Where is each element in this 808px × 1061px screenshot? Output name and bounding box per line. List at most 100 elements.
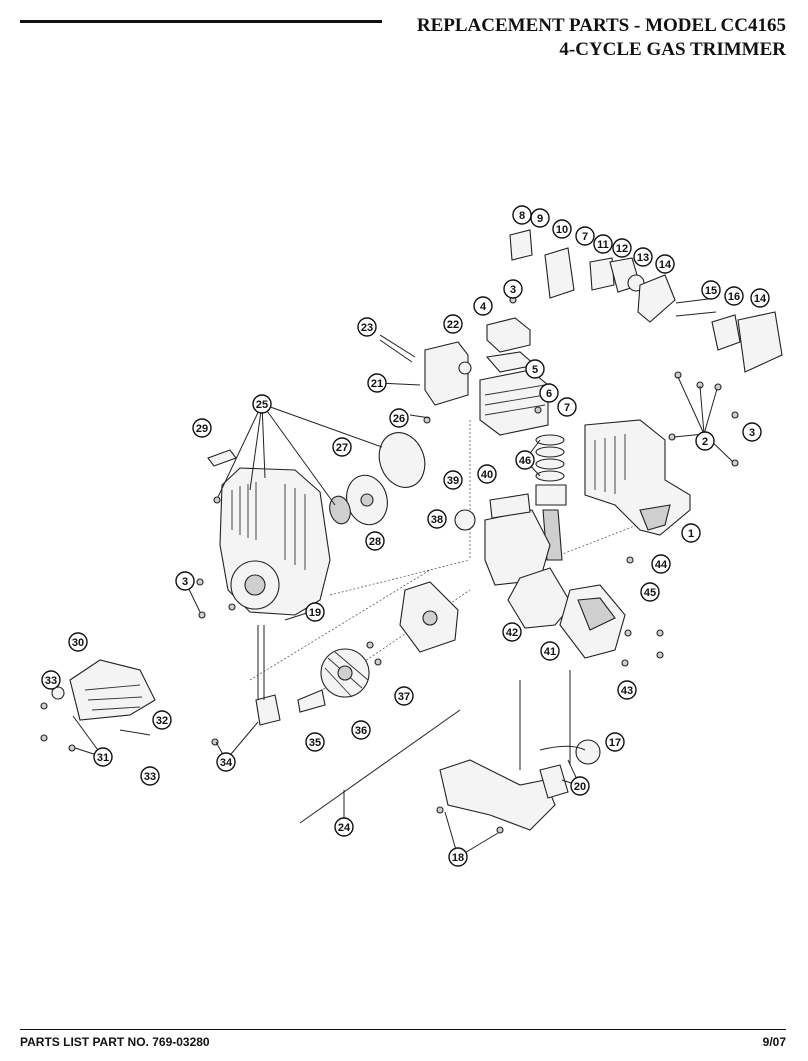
- callout-label: 33: [144, 771, 156, 783]
- callout-label: 6: [546, 388, 552, 400]
- callout-label: 11: [597, 239, 609, 251]
- callout-458-857: 18: [448, 847, 468, 867]
- callout-665-264: 14: [655, 254, 675, 274]
- callout-label: 27: [336, 442, 348, 454]
- callout-375-541: 28: [365, 531, 385, 551]
- callout-453-324: 22: [443, 314, 463, 334]
- callout-404-696: 37: [394, 686, 414, 706]
- callout-661-564: 44: [651, 554, 671, 574]
- page-title: REPLACEMENT PARTS - MODEL CC4165 4-CYCLE…: [417, 14, 786, 62]
- callout-label: 23: [361, 322, 373, 334]
- callout-535-369: 5: [525, 359, 545, 379]
- callout-453-480: 39: [443, 470, 463, 490]
- callout-513-289: 3: [503, 279, 523, 299]
- callout-399-418: 26: [389, 408, 409, 428]
- callout-622-248: 12: [612, 238, 632, 258]
- flywheel-ignition-parts: [255, 625, 370, 726]
- carburetor-parts: [509, 229, 783, 373]
- callout-226-762: 34: [216, 752, 236, 772]
- callout-51-680: 33: [41, 670, 61, 690]
- title-line-2: 4-CYCLE GAS TRIMMER: [559, 39, 786, 60]
- callout-label: 43: [621, 685, 633, 697]
- callout-label: 13: [637, 252, 649, 264]
- callout-label: 28: [369, 536, 381, 548]
- footer-date: 9/07: [762, 1035, 786, 1049]
- callout-549-393: 6: [539, 383, 559, 403]
- callout-label: 3: [510, 284, 516, 296]
- callout-315-742: 35: [305, 732, 325, 752]
- callout-label: 25: [256, 399, 268, 411]
- callout-705-441: 2: [695, 431, 715, 451]
- callout-label: 1: [688, 528, 694, 540]
- callout-label: 7: [564, 402, 570, 414]
- callout-label: 30: [72, 637, 84, 649]
- engine-housing-part: [584, 419, 691, 536]
- callout-label: 29: [196, 423, 208, 435]
- callout-label: 26: [393, 413, 405, 425]
- callout-label: 3: [182, 576, 188, 588]
- callout-103-757: 31: [93, 747, 113, 767]
- callout-344-827: 24: [334, 817, 354, 837]
- title-line-1: REPLACEMENT PARTS - MODEL CC4165: [416, 15, 786, 36]
- callout-label: 33: [45, 675, 57, 687]
- callout-label: 35: [309, 737, 321, 749]
- callout-550-651: 41: [540, 641, 560, 661]
- piston-crank-parts: [454, 434, 567, 586]
- callout-522-211: 8: [512, 205, 532, 225]
- callout-label: 21: [371, 378, 383, 390]
- muffler-guard-parts: [51, 659, 156, 736]
- callout-label: 2: [702, 436, 708, 448]
- callout-label: 10: [556, 224, 568, 236]
- callout-202-428: 29: [192, 418, 212, 438]
- callout-label: 24: [338, 822, 351, 834]
- callout-162-720: 32: [152, 710, 172, 730]
- callout-650-592: 45: [640, 582, 660, 602]
- callout-label: 45: [644, 587, 656, 599]
- callout-361-730: 36: [351, 720, 371, 740]
- callout-label: 19: [309, 607, 321, 619]
- callout-label: 4: [480, 301, 487, 313]
- callout-label: 17: [609, 737, 621, 749]
- callout-label: 44: [655, 559, 668, 571]
- callout-150-776: 33: [140, 766, 160, 786]
- callout-78-642: 30: [68, 632, 88, 652]
- recoil-starter-parts: [207, 432, 426, 526]
- fasteners: [40, 296, 739, 834]
- callout-627-690: 43: [617, 680, 637, 700]
- callout-label: 31: [97, 752, 109, 764]
- callout-752-432: 3: [742, 422, 762, 442]
- callout-label: 3: [749, 427, 755, 439]
- cylinder-head-parts: [379, 317, 549, 436]
- callout-615-742: 17: [605, 732, 625, 752]
- callout-711-290: 15: [701, 280, 721, 300]
- callout-691-533: 1: [681, 523, 701, 543]
- callout-label: 8: [519, 210, 525, 222]
- callout-562-229: 10: [552, 219, 572, 239]
- callout-483-306: 4: [473, 296, 493, 316]
- callout-label: 14: [754, 293, 767, 305]
- callout-585-236: 7: [575, 226, 595, 246]
- callout-643-257: 13: [633, 247, 653, 267]
- callout-label: 42: [506, 627, 518, 639]
- callout-label: 12: [616, 243, 628, 255]
- callout-567-407: 7: [557, 397, 577, 417]
- header-rule: [20, 20, 382, 23]
- callout-377-383: 21: [367, 373, 387, 393]
- footer-rule: [20, 1029, 786, 1030]
- callout-label: 14: [659, 259, 672, 271]
- callout-603-244: 11: [593, 234, 613, 254]
- callout-label: 15: [705, 285, 717, 297]
- fuel-tank-parts: [299, 670, 601, 831]
- assembly-guide-lines: [249, 420, 651, 706]
- callout-label: 9: [537, 213, 543, 225]
- callout-label: 37: [398, 691, 410, 703]
- callout-label: 36: [355, 725, 367, 737]
- callout-label: 34: [220, 757, 233, 769]
- callout-label: 40: [481, 469, 493, 481]
- callout-262-404: 25: [252, 394, 272, 414]
- callout-512-632: 42: [502, 622, 522, 642]
- callout-580-786: 20: [570, 776, 590, 796]
- callout-760-298: 14: [750, 288, 770, 308]
- callout-label: 5: [532, 364, 538, 376]
